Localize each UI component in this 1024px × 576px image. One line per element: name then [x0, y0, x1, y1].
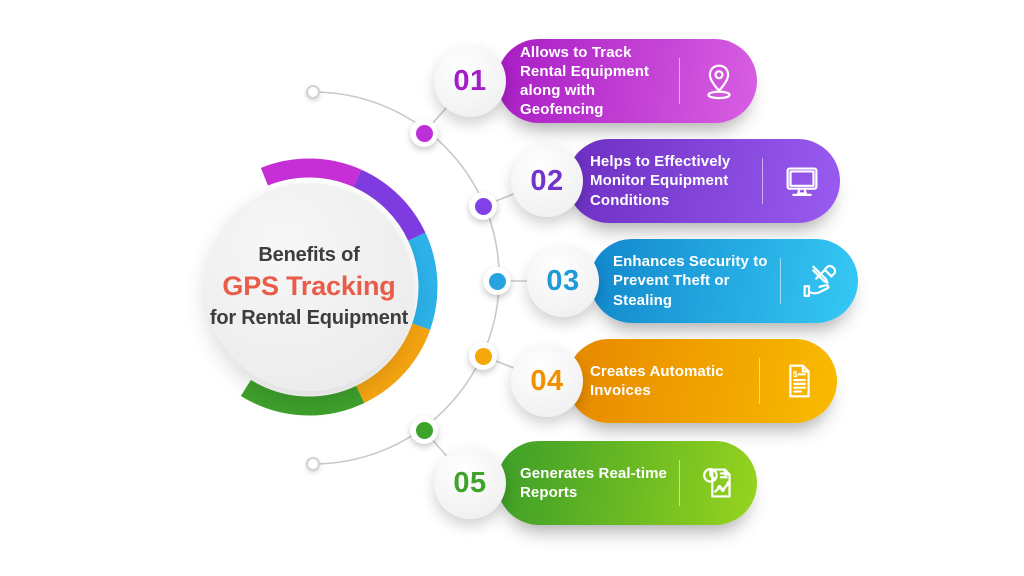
arc-dot-3 — [483, 267, 511, 295]
pill-title-2: Helps to Effectively Monitor Equipment C… — [590, 153, 731, 209]
pill-divider — [679, 460, 680, 506]
hub-circle: Benefits of GPS Tracking for Rental Equi… — [205, 183, 413, 391]
hub-title-highlight: GPS Tracking — [222, 271, 396, 302]
ring-segment-purple — [353, 169, 426, 241]
ring-segment-green — [240, 379, 365, 416]
report-icon — [702, 468, 731, 498]
svg-text:$: $ — [792, 369, 797, 379]
benefit-pill-5: Generates Real-time Reports — [497, 441, 757, 525]
pill-title-4: Creates Automatic Invoices — [590, 362, 724, 399]
arc-end-dot-bottom — [306, 457, 320, 471]
pill-divider — [762, 158, 763, 204]
pill-title-1: Allows to Track Rental Equipment along w… — [520, 43, 650, 119]
step-number-badge-5: 05 — [434, 447, 506, 519]
arc-end-dot-top — [306, 85, 320, 99]
hub-title-line1: Benefits of — [258, 244, 360, 267]
arc-dot-2 — [469, 192, 497, 220]
monitor-icon — [786, 167, 817, 196]
ring-segment-magenta — [260, 158, 362, 188]
arc-dot-core-3 — [488, 272, 506, 290]
ring-segment-orange — [355, 323, 431, 403]
map-pin-icon — [706, 64, 731, 100]
arc-dot-core-5 — [415, 421, 433, 439]
pill-divider — [679, 58, 680, 104]
benefit-pill-1: Allows to Track Rental Equipment along w… — [497, 39, 757, 123]
arc-dot-core-1 — [415, 124, 433, 142]
step-number-badge-4: 04 — [511, 345, 583, 417]
pill-title-5: Generates Real-time Reports — [520, 464, 667, 501]
benefit-pill-4: Creates Automatic Invoices $ — [567, 339, 837, 423]
arc-dot-core-2 — [474, 197, 492, 215]
step-number-badge-3: 03 — [527, 245, 599, 317]
step-number-badge-1: 01 — [434, 45, 506, 117]
ring-segment-blue — [408, 232, 438, 330]
arc-dot-core-4 — [474, 347, 492, 365]
pill-divider — [759, 358, 760, 404]
arc-dot-4 — [469, 342, 497, 370]
hand-tools-icon — [803, 264, 836, 297]
benefit-pill-3: Enhances Security to Prevent Theft or St… — [590, 239, 858, 323]
arc-dot-5 — [410, 416, 438, 444]
pill-divider — [780, 258, 781, 304]
arc-dot-1 — [410, 119, 438, 147]
hub-title-line2: for Rental Equipment — [209, 306, 409, 329]
benefit-pill-2: Helps to Effectively Monitor Equipment C… — [567, 139, 840, 223]
invoice-icon: $ — [788, 364, 810, 398]
pill-title-3: Enhances Security to Prevent Theft or St… — [613, 253, 768, 309]
step-number-badge-2: 02 — [511, 145, 583, 217]
